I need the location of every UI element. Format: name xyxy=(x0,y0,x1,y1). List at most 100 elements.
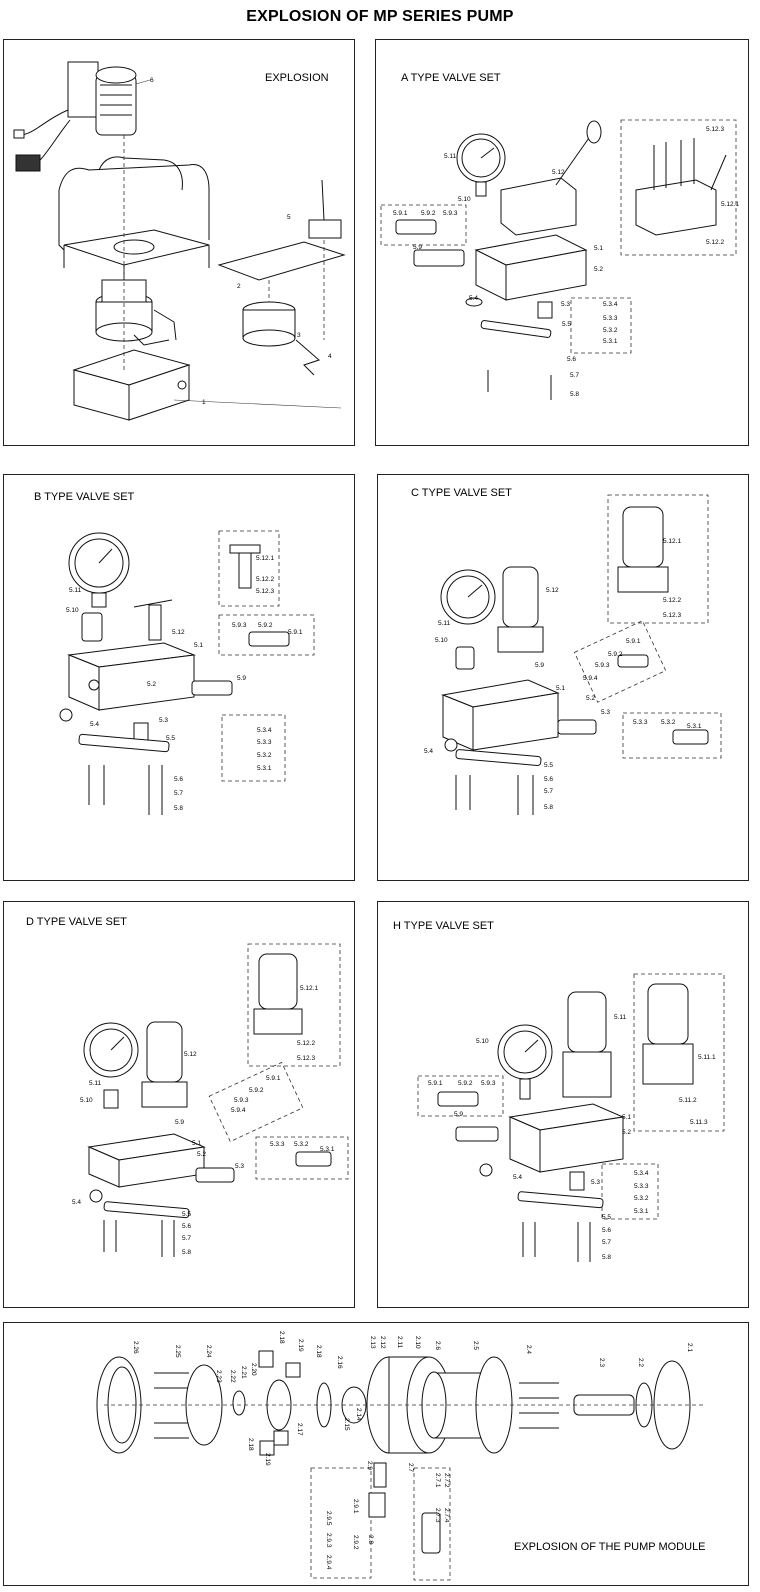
b-label-592: 5.9.2 xyxy=(258,622,273,629)
pump-label-219-bot: 2.19 xyxy=(264,1453,271,1466)
pump-label-291: 2.9.1 xyxy=(352,1499,359,1514)
d-type-drawing: 5.12.1 5.12 5.12.2 5.12.3 5.11 5.10 5.9 … xyxy=(72,943,349,1257)
d-label-5122: 5.12.2 xyxy=(297,1040,315,1047)
panel-a-type: A TYPE VALVE SET 5.11 5.12 5.12.3 5.12.1… xyxy=(375,39,749,446)
pump-label-271: 2.7.1 xyxy=(434,1473,441,1488)
pump-label-210: 2.10 xyxy=(414,1336,421,1349)
panel-explosion: EXPLOSION xyxy=(3,39,355,446)
a-type-drawing: 5.11 5.12 5.12.3 5.12.1 5.12.2 5.10 5.9.… xyxy=(380,119,739,400)
c-label-57: 5.7 xyxy=(544,788,553,795)
a-label-591: 5.9.1 xyxy=(393,210,408,217)
pump-label-220: 2.20 xyxy=(250,1363,257,1376)
d-label-53: 5.3 xyxy=(235,1163,244,1170)
h-label-591: 5.9.1 xyxy=(428,1080,443,1087)
b-label-55: 5.5 xyxy=(166,735,175,742)
panel-c-type: C TYPE VALVE SET 5.12.1 5.12 5.12.2 5.12… xyxy=(377,474,749,881)
b-label-5122: 5.12.2 xyxy=(256,576,274,583)
a-label-534: 5.3.4 xyxy=(603,301,618,308)
a-label-54: 5.4 xyxy=(469,295,478,302)
pump-label-273: 2.7.3 xyxy=(434,1508,441,1523)
a-label-5123: 5.12.3 xyxy=(706,126,724,133)
b-label-53: 5.3 xyxy=(159,717,168,724)
h-label-59: 5.9 xyxy=(454,1111,463,1118)
panel-a-type-title: A TYPE VALVE SET xyxy=(401,72,501,84)
pump-label-221: 2.21 xyxy=(240,1366,247,1379)
c-label-531: 5.3.1 xyxy=(687,723,702,730)
c-label-5122: 5.12.2 xyxy=(663,597,681,604)
c-label-593: 5.9.3 xyxy=(595,662,610,669)
explosion-label-1: 1 xyxy=(202,399,206,406)
b-type-drawing: 5.11 5.10 5.12 5.12.1 5.12.2 5.12.3 5.9.… xyxy=(59,530,315,815)
b-label-511: 5.11 xyxy=(69,587,82,594)
b-label-533: 5.3.3 xyxy=(257,739,272,746)
pump-label-218-mid: 2.18 xyxy=(315,1345,322,1358)
h-label-56: 5.6 xyxy=(602,1227,611,1234)
d-label-512: 5.12 xyxy=(184,1051,197,1058)
pump-label-292: 2.9.2 xyxy=(352,1535,359,1550)
d-label-531: 5.3.1 xyxy=(320,1146,335,1153)
h-label-5113: 5.11.3 xyxy=(690,1119,708,1126)
b-label-591: 5.9.1 xyxy=(288,629,303,636)
c-label-52: 5.2 xyxy=(586,695,595,702)
c-type-drawing: 5.12.1 5.12 5.12.2 5.12.3 5.11 5.10 5.9 … xyxy=(424,494,722,815)
pump-label-294: 2.9.4 xyxy=(325,1555,332,1570)
pump-label-23: 2.3 xyxy=(598,1358,605,1367)
pump-label-22: 2.2 xyxy=(637,1358,644,1367)
d-label-51: 5.1 xyxy=(192,1140,201,1147)
pump-label-24: 2.4 xyxy=(525,1345,532,1354)
a-label-510: 5.10 xyxy=(458,196,471,203)
pump-label-25: 2.5 xyxy=(472,1341,479,1350)
panel-pump-module: EXPLOSION OF THE PUMP MODULE 2.26 2.25 2… xyxy=(3,1322,749,1586)
pump-label-218-bot: 2.18 xyxy=(247,1438,254,1451)
pump-label-218-top: 2.18 xyxy=(278,1331,285,1344)
c-label-5123: 5.12.3 xyxy=(663,612,681,619)
c-label-594: 5.9.4 xyxy=(583,675,598,682)
explosion-label-3: 3 xyxy=(297,332,301,339)
b-label-54: 5.4 xyxy=(90,721,99,728)
panel-b-type: B TYPE VALVE SET 5.11 5.10 5.12 5.12.1 5… xyxy=(3,474,355,881)
pump-label-225: 2.25 xyxy=(174,1345,181,1358)
h-label-58: 5.8 xyxy=(602,1254,611,1261)
pump-label-29: 2.9 xyxy=(366,1461,373,1470)
b-label-534: 5.3.4 xyxy=(257,727,272,734)
h-label-55: 5.5 xyxy=(602,1214,611,1221)
d-label-510: 5.10 xyxy=(80,1097,93,1104)
a-label-5122: 5.12.2 xyxy=(706,239,724,246)
pump-label-21: 2.1 xyxy=(686,1343,693,1352)
pump-label-27: 2.7 xyxy=(407,1463,414,1472)
c-label-59: 5.9 xyxy=(535,662,544,669)
h-label-592: 5.9.2 xyxy=(458,1080,473,1087)
h-label-54: 5.4 xyxy=(513,1174,522,1181)
b-label-59: 5.9 xyxy=(237,675,246,682)
h-label-52: 5.2 xyxy=(622,1129,631,1136)
d-label-55: 5.5 xyxy=(182,1211,191,1218)
pump-label-216: 2.16 xyxy=(336,1356,343,1369)
c-label-510: 5.10 xyxy=(435,637,448,644)
c-label-591: 5.9.1 xyxy=(626,638,641,645)
h-label-51: 5.1 xyxy=(622,1114,631,1121)
d-label-511: 5.11 xyxy=(89,1080,102,1087)
c-label-511: 5.11 xyxy=(438,620,451,627)
c-label-533: 5.3.3 xyxy=(633,719,648,726)
panel-d-type-title: D TYPE VALVE SET xyxy=(26,916,127,928)
explosion-drawing: 6 5 2 3 4 1 xyxy=(13,61,346,421)
panel-h-type-title: H TYPE VALVE SET xyxy=(393,920,494,932)
h-label-511: 5.11 xyxy=(614,1014,627,1021)
pump-label-215: 2.15 xyxy=(343,1418,350,1431)
d-label-5121: 5.12.1 xyxy=(300,985,318,992)
d-label-58: 5.8 xyxy=(182,1249,191,1256)
c-label-532: 5.3.2 xyxy=(661,719,676,726)
panel-explosion-title: EXPLOSION xyxy=(265,72,329,84)
d-label-593: 5.9.3 xyxy=(234,1097,249,1104)
pump-label-224: 2.24 xyxy=(205,1345,212,1358)
pump-label-223: 2.23 xyxy=(215,1370,222,1383)
c-label-56: 5.6 xyxy=(544,776,553,783)
a-label-532: 5.3.2 xyxy=(603,327,618,334)
h-label-532: 5.3.2 xyxy=(634,1195,649,1202)
h-label-5112: 5.11.2 xyxy=(679,1097,697,1104)
pump-label-28: 2.8 xyxy=(367,1535,374,1544)
b-label-5121: 5.12.1 xyxy=(256,555,274,562)
panel-h-type: H TYPE VALVE SET 5.11 5.10 5.11.1 5.11.2… xyxy=(377,901,749,1308)
c-label-54: 5.4 xyxy=(424,748,433,755)
h-type-drawing: 5.11 5.10 5.11.1 5.11.2 5.11.3 5.9.1 5.9… xyxy=(417,973,725,1262)
